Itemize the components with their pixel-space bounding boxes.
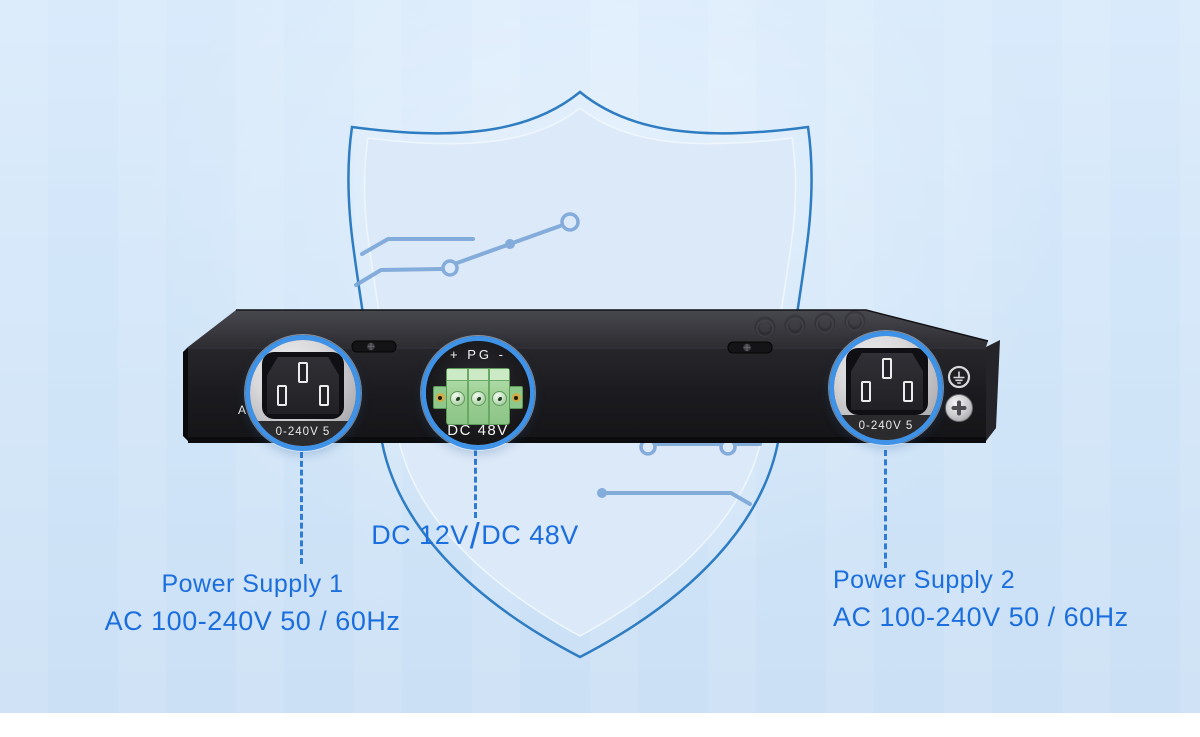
power-supply-2-title: Power Supply 2 (833, 566, 1016, 594)
ac-pin-neutral (903, 381, 913, 402)
bottom-white-strip (0, 713, 1200, 737)
ac-rating-print: 0-240V 5 (834, 415, 938, 440)
leader-line-power2 (884, 450, 887, 568)
ground-screw-icon (945, 394, 973, 422)
ac-inlet-socket (846, 348, 928, 415)
terminal-screw (471, 391, 486, 406)
ac-rating-print: 0-240V 5 (250, 421, 356, 446)
ac-pin-ground (298, 362, 308, 383)
chassis-back-edge (236, 309, 989, 342)
power-supply-2-spec: AC 100-240V 50 / 60Hz (833, 602, 1129, 632)
terminal-block (446, 368, 510, 425)
power-supply-1-annotation: Power Supply 1 AC 100-240V 50 / 60Hz (100, 570, 405, 637)
terminal-block-top (447, 369, 509, 381)
dc-option-2: DC 48V (481, 520, 579, 550)
circuit-traces (354, 212, 762, 506)
chassis-bottom-lip (188, 437, 986, 443)
leader-line-dc (474, 450, 477, 518)
ac-pin-line (277, 385, 287, 406)
terminal-mount-hole-left (435, 393, 445, 402)
ac-pin-neutral (319, 385, 329, 406)
panel-screw-slot-left (351, 340, 397, 353)
chassis-left-edge (183, 347, 188, 441)
dc-option-1: DC 12V (371, 520, 469, 550)
ac-inlet-left-callout: 0-240V 5 (245, 335, 361, 451)
shield-outline (347, 90, 813, 659)
power-supply-2-annotation: Power Supply 2 AC 100-240V 50 / 60Hz (833, 566, 1153, 633)
ac-inlet-socket (262, 352, 344, 419)
dc-input-annotation: DC 12V/DC 48V (365, 515, 585, 557)
dc-separator: / (469, 515, 481, 556)
leader-line-power1 (300, 452, 303, 564)
power-supply-1-title: Power Supply 1 (161, 570, 344, 598)
terminal-divider (467, 369, 469, 424)
terminal-screw (450, 391, 465, 406)
panel-screw-slot-right (727, 341, 773, 354)
dc-polarity-label: + PG - (450, 347, 506, 362)
ac-inlet-face (267, 357, 339, 414)
ac-inlet-face (851, 353, 923, 410)
terminal-screw (492, 391, 507, 406)
dc-terminal-callout: + PG - DC 48V (421, 336, 535, 450)
chassis-right-side (986, 340, 1000, 441)
terminal-mount-hole-right (511, 393, 521, 402)
ac-inlet-left-zoom: 0-240V 5 (250, 340, 356, 446)
ac-inlet-right-zoom: 0-240V 5 (834, 336, 938, 440)
ac-inlet-right-callout: 0-240V 5 (829, 331, 943, 445)
terminal-divider (488, 369, 490, 424)
embossed-logo (754, 310, 866, 338)
ac-pin-ground (882, 358, 892, 379)
ground-icon (947, 365, 971, 389)
dc-terminal-zoom: + PG - DC 48V (426, 341, 530, 445)
ac-pin-line (861, 381, 871, 402)
chassis-top-face (188, 310, 988, 347)
power-supply-1-spec: AC 100-240V 50 / 60Hz (104, 606, 401, 636)
dc-voltage-label: DC 48V (447, 422, 509, 439)
panel-print-fragment: A (238, 403, 247, 417)
